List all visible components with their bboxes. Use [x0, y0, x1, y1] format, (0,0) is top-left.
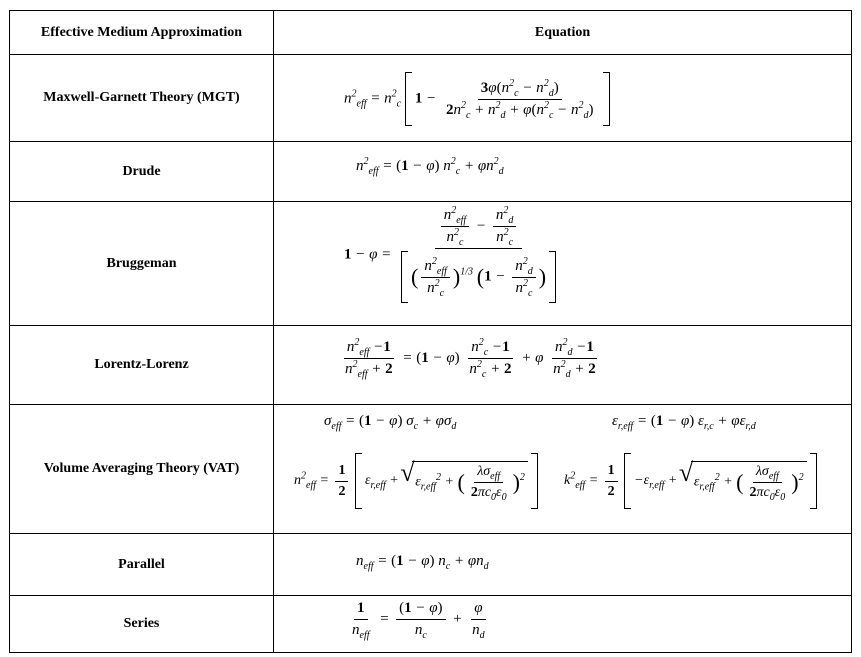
approximation-name: Lorentz-Lorenz [9, 325, 274, 405]
table-row: Maxwell-Garnett Theory (MGT) n2eff = n2c… [9, 54, 852, 142]
table-row: Volume Averaging Theory (VAT) σeff = (1 … [9, 404, 852, 534]
approximation-name: Volume Averaging Theory (VAT) [9, 404, 274, 534]
equation-drude: n2eff = (1 − φ) n2c + φn2d [273, 141, 852, 202]
equation-vat: σeff = (1 − φ) σc + φσd εr,eff = (1 − φ)… [273, 404, 852, 534]
ema-table: Effective Medium Approximation Equation … [9, 10, 852, 653]
header-equation: Equation [273, 10, 852, 55]
header-row: Effective Medium Approximation Equation [9, 10, 852, 55]
vat-k-formula: k2eff = 12 −εr,eff + εr,eff2 + (λσeff2πc… [564, 453, 817, 509]
header-approximation: Effective Medium Approximation [9, 10, 274, 55]
approximation-name: Bruggeman [9, 201, 274, 326]
vat-epsilon-formula: εr,eff = (1 − φ) εr,c + φεr,d [612, 413, 756, 432]
equation-mgt: n2eff = n2c 1 − 3φ(n2c − n2d)2n2c + n2d … [273, 54, 852, 142]
approximation-name: Maxwell-Garnett Theory (MGT) [9, 54, 274, 142]
vat-sigma-formula: σeff = (1 − φ) σc + φσd [324, 413, 457, 432]
approximation-name: Parallel [9, 533, 274, 596]
parallel-formula: neff = (1 − φ) nc + φnd [356, 553, 489, 572]
equation-parallel: neff = (1 − φ) nc + φnd [273, 533, 852, 596]
vat-n-formula: n2eff = 12 εr,eff + εr,eff2 + (λσeff2πc0… [294, 453, 538, 509]
mgt-formula: n2eff = n2c 1 − 3φ(n2c − n2d)2n2c + n2d … [344, 72, 610, 126]
approximation-name: Drude [9, 141, 274, 202]
drude-formula: n2eff = (1 − φ) n2c + φn2d [356, 156, 504, 177]
table-row: Drude n2eff = (1 − φ) n2c + φn2d [9, 141, 852, 202]
approximation-name: Series [9, 595, 274, 653]
table-row: Parallel neff = (1 − φ) nc + φnd [9, 533, 852, 596]
